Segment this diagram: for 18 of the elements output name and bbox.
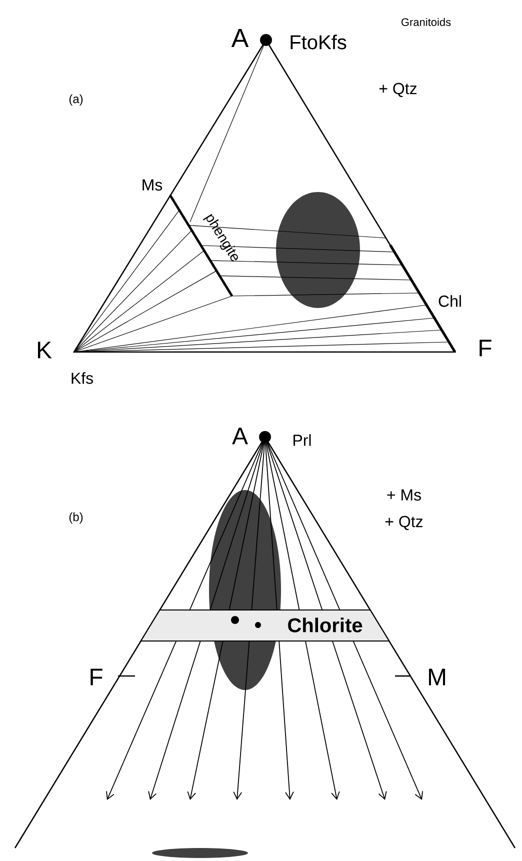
label: K [38,342,52,358]
label: Prl [294,434,311,446]
label: + Qtz [385,516,423,530]
label: F [90,668,102,686]
label: (a) [69,94,83,106]
label: Ms [142,179,162,191]
band: Chlorite [140,610,390,642]
label: Granitoids [401,18,451,26]
label: Chl [438,295,461,307]
label: (b) [69,512,83,524]
label: F [480,340,492,356]
label: Kfs [72,372,93,384]
label: + Ms [387,489,421,501]
label: FtoKfs [290,34,346,50]
label: A [231,29,249,47]
label: A [232,428,248,444]
label: M [428,668,446,686]
label: + Qtz [379,82,417,98]
